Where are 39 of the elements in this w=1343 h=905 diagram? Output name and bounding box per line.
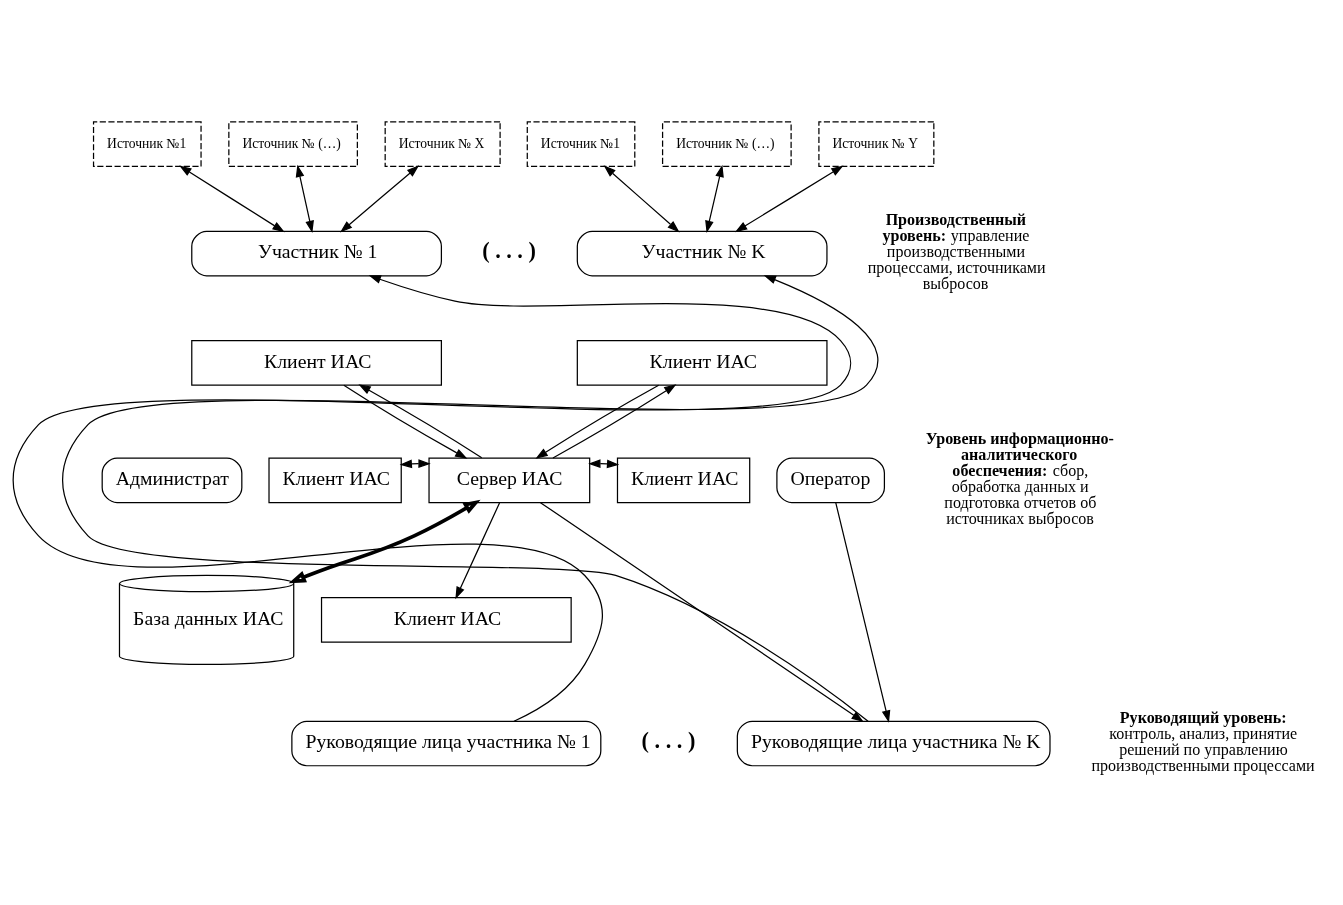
node-box: Участник № K xyxy=(576,230,828,277)
arrow xyxy=(455,502,501,600)
arrow xyxy=(358,384,483,459)
node-box: Администрат xyxy=(101,457,243,504)
node-box: Источник № X xyxy=(384,121,501,168)
arrow xyxy=(288,499,481,584)
node-box: Оператор xyxy=(776,457,885,504)
arrow xyxy=(835,502,891,723)
label: Производственный уровень: управление производственными процессами, источниками выбросов xyxy=(867,211,1046,293)
arrow xyxy=(295,164,314,234)
label: Уровень информационно-аналитического обеспечения: сбор, обработка данных и подготовка отчетов об источниках выбросов xyxy=(925,429,1114,528)
label: Руководящий уровень: контроль, анализ, принятие решений по управлению производственными процессами xyxy=(1091,709,1315,775)
arrow xyxy=(588,459,620,469)
node-box: Руководящие лица участника № 1 xyxy=(291,720,602,767)
node-box: Клиент ИАС xyxy=(320,597,572,643)
node-box: Клиент ИАС xyxy=(191,340,442,386)
node-box: Источник № (…) xyxy=(228,121,358,168)
node-box: Клиент ИАС xyxy=(616,457,751,504)
node-box: Источник №1 xyxy=(526,121,636,168)
label: ( . . . ) xyxy=(482,237,536,263)
node-box: Сервер ИАС xyxy=(428,457,591,504)
node-box: Клиент ИАС xyxy=(268,457,402,504)
arrow xyxy=(535,384,660,459)
node-box: Источник № Y xyxy=(818,121,935,168)
node-box: Источник №1 xyxy=(92,121,202,168)
node-box: Клиент ИАС xyxy=(576,340,828,386)
arrow xyxy=(539,502,864,722)
arrow xyxy=(552,384,677,459)
arrow xyxy=(179,165,285,233)
node-box: Участник № 1 xyxy=(191,230,442,277)
arrow xyxy=(705,164,724,234)
arrow xyxy=(603,165,680,233)
arrow xyxy=(399,459,431,469)
node-box: Источник № (…) xyxy=(661,121,792,168)
arrow xyxy=(340,165,420,233)
node-box: Руководящие лица участника № K xyxy=(736,720,1051,767)
arrow xyxy=(343,384,468,459)
label: ( . . . ) xyxy=(641,727,696,753)
arrow xyxy=(734,165,844,233)
